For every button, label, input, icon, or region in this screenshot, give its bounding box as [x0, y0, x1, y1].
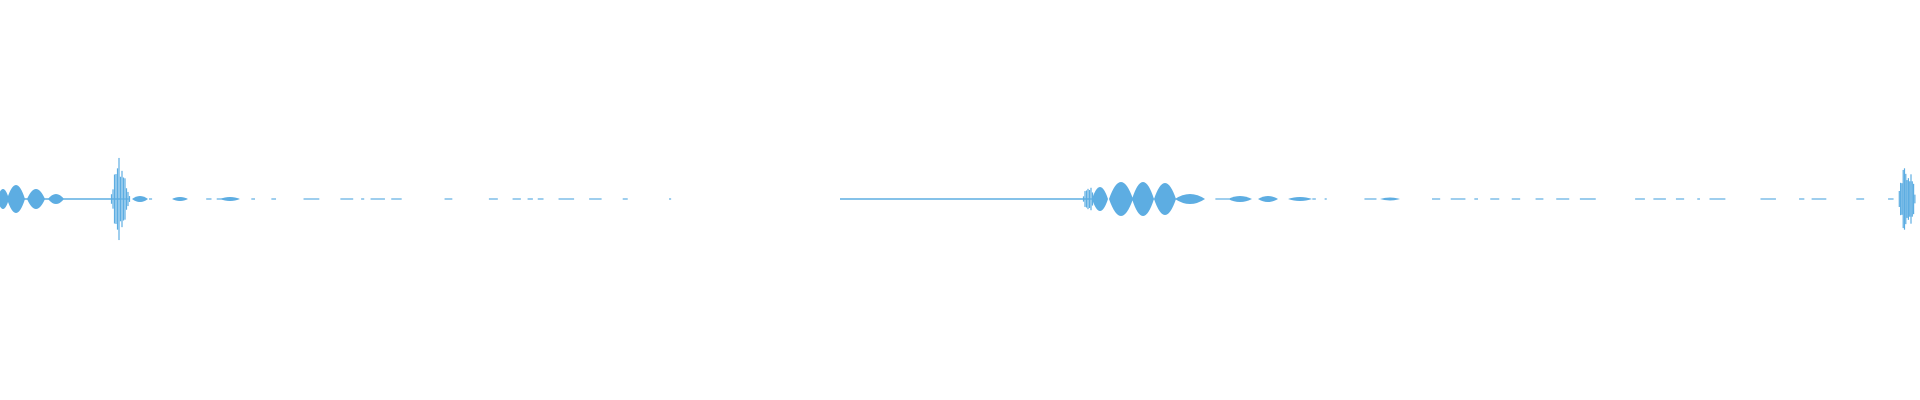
burst	[7, 185, 25, 213]
transient-spikes	[1898, 168, 1916, 230]
burst	[1132, 182, 1154, 216]
waveform-bursts	[0, 157, 1916, 241]
burst	[1092, 187, 1108, 211]
burst	[1288, 197, 1312, 201]
burst	[1109, 182, 1133, 216]
burst	[48, 194, 64, 204]
burst	[172, 197, 188, 201]
burst	[0, 189, 9, 209]
burst	[1228, 196, 1252, 202]
transient-spikes	[1082, 187, 1095, 211]
burst	[1258, 196, 1278, 202]
burst	[1154, 183, 1176, 215]
burst	[1380, 197, 1400, 201]
transient-spikes	[110, 157, 131, 241]
burst	[27, 189, 45, 209]
burst	[1175, 194, 1205, 204]
burst	[132, 196, 148, 202]
burst	[220, 197, 240, 201]
